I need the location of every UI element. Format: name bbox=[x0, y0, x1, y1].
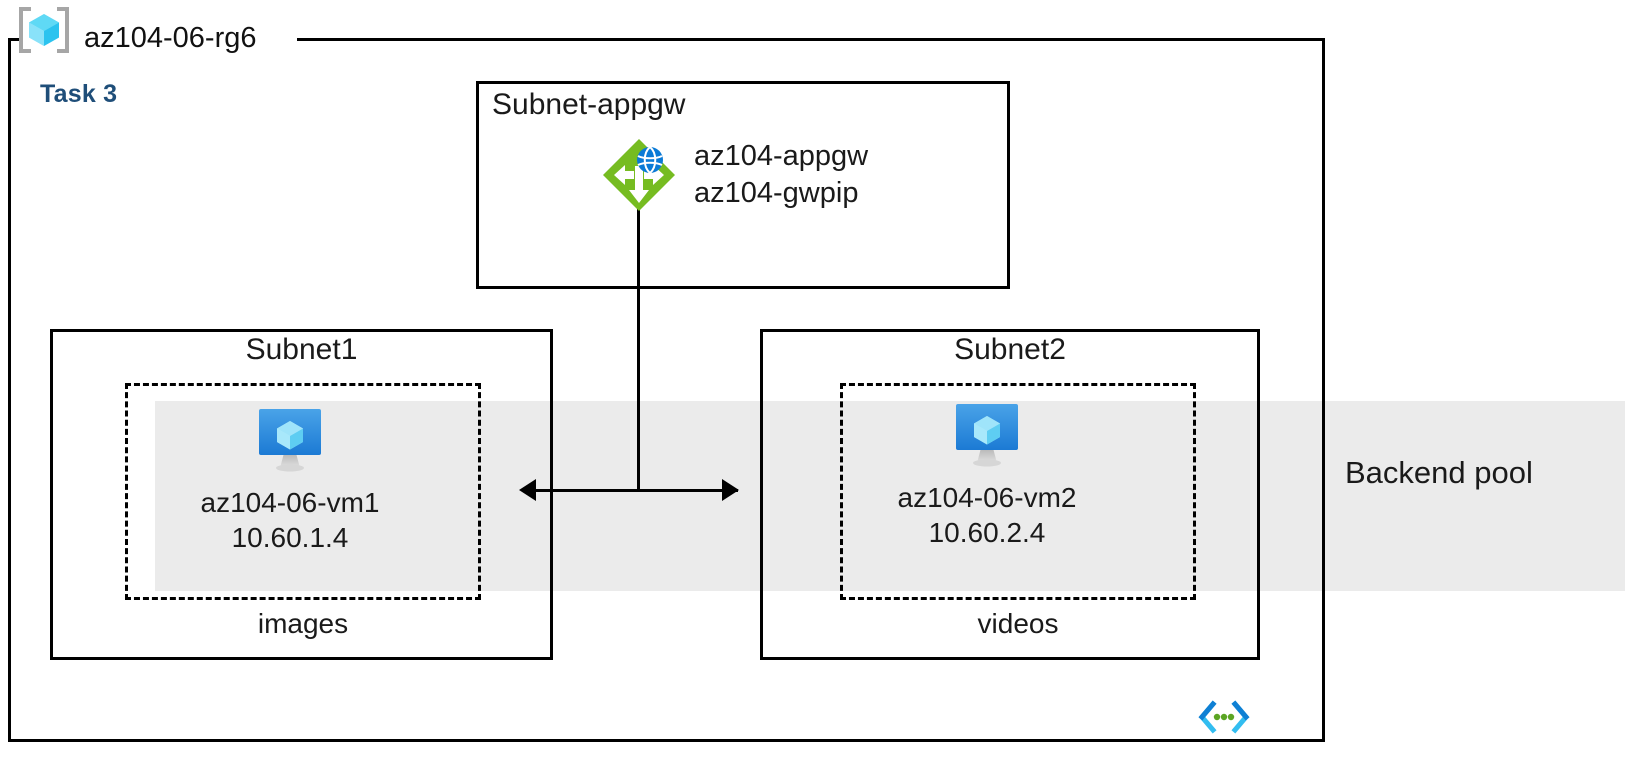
appgw-name: az104-appgw bbox=[694, 140, 869, 172]
vm1-node: az104-06-vm1 10.60.1.4 bbox=[175, 405, 405, 555]
resource-group-box bbox=[8, 38, 1325, 742]
resource-group-icon bbox=[16, 6, 72, 54]
virtual-machine-icon bbox=[251, 405, 329, 477]
subnet1-zone-box bbox=[125, 383, 481, 600]
arrowhead-left-icon bbox=[519, 479, 536, 501]
vm1-name: az104-06-vm1 bbox=[200, 487, 380, 518]
subnet-appgw-box bbox=[476, 81, 1010, 289]
subnet1-title: Subnet1 bbox=[245, 333, 358, 366]
application-gateway-icon bbox=[600, 136, 678, 214]
subnet1-box bbox=[50, 329, 553, 660]
virtual-machine-icon bbox=[948, 400, 1026, 472]
arrowhead-right-icon bbox=[722, 479, 739, 501]
subnet2-title: Subnet2 bbox=[954, 333, 1066, 366]
code-brackets-icon bbox=[1196, 696, 1252, 738]
vm2-node: az104-06-vm2 10.60.2.4 bbox=[872, 400, 1102, 550]
application-gateway-node: az104-appgw az104-gwpip bbox=[600, 136, 868, 214]
subnet2-box bbox=[760, 329, 1260, 660]
backend-pool-band bbox=[155, 401, 1625, 591]
subnet2-zone-label: videos bbox=[977, 608, 1059, 639]
backend-pool-label: Backend pool bbox=[1345, 455, 1533, 490]
task-label: Task 3 bbox=[40, 80, 118, 108]
resource-group-title: az104-06-rg6 bbox=[84, 22, 257, 54]
subnet2-zone-box bbox=[840, 383, 1196, 600]
subnet1-zone-label: images bbox=[257, 608, 349, 639]
appgw-public-ip-name: az104-gwpip bbox=[694, 177, 859, 209]
application-gateway-labels: az104-appgw az104-gwpip bbox=[694, 138, 868, 212]
vm1-ip: 10.60.1.4 bbox=[231, 522, 349, 553]
appgw-connector-line bbox=[637, 205, 640, 492]
vm2-name: az104-06-vm2 bbox=[897, 482, 1077, 513]
subnet-link-line bbox=[532, 489, 738, 492]
subnet-appgw-title: Subnet-appgw bbox=[492, 88, 686, 121]
vm2-ip: 10.60.2.4 bbox=[928, 517, 1046, 548]
